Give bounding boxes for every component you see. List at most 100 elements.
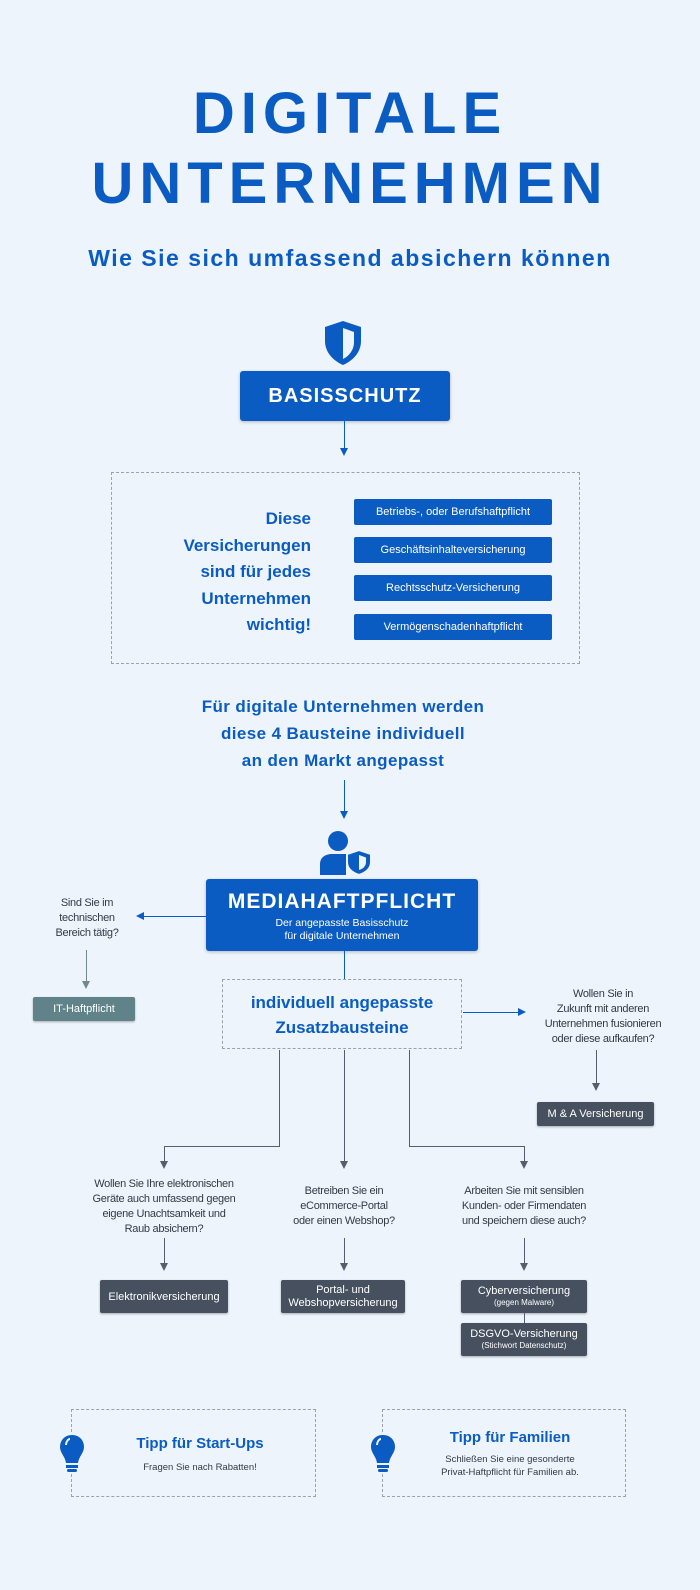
text-line: an den Markt angepasst <box>241 751 445 770</box>
text-line: Privat-Haftpflicht für Familien ab. <box>441 1467 579 1478</box>
text-line: individuell angepasste <box>250 993 434 1012</box>
mediahaftpflicht-box: MEDIAHAFTPFLICHT Der angepasste Basissch… <box>206 879 478 951</box>
connector-line <box>344 1050 345 1162</box>
shield-icon <box>325 321 361 365</box>
arrow-head <box>520 1161 528 1169</box>
text-line: (Stichwort Datenschutz) <box>481 1340 567 1350</box>
tip-startups <box>71 1409 316 1497</box>
connector-line <box>524 1313 525 1323</box>
text-line: wichtig! <box>246 615 311 634</box>
media-sub: für digitale Unternehmen <box>284 930 400 942</box>
text-line: Unternehmen <box>201 588 311 608</box>
text-line: und speichern diese auch? <box>462 1215 586 1227</box>
intro-text: Für digitale Unternehmen werden diese 4 … <box>0 693 686 774</box>
connector-line <box>596 1050 597 1084</box>
tip-title: Tipp für Start-Ups <box>136 1435 264 1452</box>
basis-item: Geschäftsinhalteversicherung <box>354 537 552 563</box>
connector-line <box>164 1238 165 1264</box>
connector-line <box>344 1238 345 1264</box>
connector-line <box>86 950 87 982</box>
text-line: diese 4 Bausteine individuell <box>220 724 465 743</box>
text-line: Arbeiten Sie mit sensiblen <box>464 1185 584 1197</box>
connector-line <box>136 912 144 920</box>
text-line: eCommerce-Portal <box>300 1200 388 1212</box>
text-line: Bereich tätig? <box>55 927 119 939</box>
elektronik-box: Elektronikversicherung <box>100 1280 228 1313</box>
text-line: Wollen Sie in <box>572 988 634 1000</box>
arrow-head <box>340 448 348 456</box>
arrow-head <box>82 981 90 989</box>
text-line: Geräte auch umfassend gegen <box>92 1193 236 1205</box>
text-line: technischen <box>59 912 115 924</box>
text-line: Cyberversicherung <box>477 1284 571 1297</box>
connector-line <box>344 951 345 979</box>
arrow-head <box>340 1263 348 1271</box>
dsgvo-box: DSGVO-Versicherung(Stichwort Datenschutz… <box>461 1323 587 1356</box>
connector-line <box>164 1146 165 1162</box>
text-line: Raub absichern? <box>124 1223 204 1235</box>
arrow-head <box>340 1161 348 1169</box>
text-line: eigene Unachtsamkeit und <box>102 1208 226 1220</box>
text-line: sind für jedes <box>200 562 311 581</box>
text-line: oder einen Webshop? <box>293 1215 395 1227</box>
basisschutz-text: Diese Versicherungen sind für jedes Unte… <box>140 506 311 639</box>
text-line: Für digitale Unternehmen werden <box>201 697 485 716</box>
connector-line <box>409 1146 525 1147</box>
arrow-head <box>160 1161 168 1169</box>
text-line: (gegen Malware) <box>493 1297 555 1307</box>
cyber-box: Cyberversicherung(gegen Malware) <box>461 1280 587 1313</box>
arrow-head <box>592 1083 600 1091</box>
connector-line <box>143 916 206 917</box>
text-line: Unternehmen fusionieren <box>544 1018 662 1030</box>
subtitle: Wie Sie sich umfassend absichern können <box>88 245 612 271</box>
it-haftpflicht-box: IT-Haftpflicht <box>33 997 135 1021</box>
text-line: Zukunft mit anderen <box>556 1003 650 1015</box>
connector-line <box>164 1146 280 1147</box>
portal-question: Betreiben Sie ein eCommerce-Portal oder ei… <box>269 1184 419 1229</box>
lightbulb-icon <box>368 1433 398 1473</box>
basis-item: Betriebs-, oder Berufshaftpflicht <box>354 499 552 525</box>
basis-item: Vermögenschadenhaftpflicht <box>354 614 552 640</box>
text-line: oder diese aufkaufen? <box>551 1033 655 1045</box>
text-line: Versicherungen <box>183 535 311 555</box>
basis-item: Rechtsschutz-Versicherung <box>354 575 552 601</box>
basisschutz-panel <box>111 472 580 664</box>
tip-title: Tipp für Familien <box>449 1429 571 1446</box>
connector-line <box>344 421 345 449</box>
text-line: Wollen Sie Ihre elektronischen <box>94 1178 234 1190</box>
connector-line <box>279 1050 280 1146</box>
text-line: Schließen Sie eine gesonderte <box>445 1454 575 1465</box>
text-line: Betreiben Sie ein <box>304 1185 384 1197</box>
text-line: Zusatzbausteine <box>275 1018 409 1037</box>
text-line: Sind Sie im <box>60 897 114 909</box>
lightbulb-icon <box>57 1433 87 1473</box>
connector-line <box>344 780 345 812</box>
arrow-head <box>520 1263 528 1271</box>
connector-line <box>524 1146 525 1162</box>
connector-line <box>463 1012 519 1013</box>
title-line-1: DIGITALE <box>192 81 508 146</box>
arrow-head <box>340 811 348 819</box>
title-line-2: UNTERNEHMEN <box>91 151 609 216</box>
tip-text: Fragen Sie nach Rabatten! <box>143 1462 257 1473</box>
text-line: Portal- und <box>316 1283 370 1296</box>
user-shield-icon <box>320 831 372 876</box>
text-line: DSGVO-Versicherung <box>470 1327 578 1340</box>
text-line: Kunden- oder Firmendaten <box>461 1200 587 1212</box>
connector-line <box>409 1050 410 1146</box>
media-title: MEDIAHAFTPFLICHT <box>227 890 457 913</box>
connector-line <box>518 1008 526 1016</box>
arrow-head <box>160 1263 168 1271</box>
text-line: Webshopversicherung <box>288 1296 398 1309</box>
media-sub: Der angepasste Basisschutz <box>275 917 409 929</box>
connector-line <box>524 1238 525 1264</box>
text-line: Diese <box>265 509 311 528</box>
